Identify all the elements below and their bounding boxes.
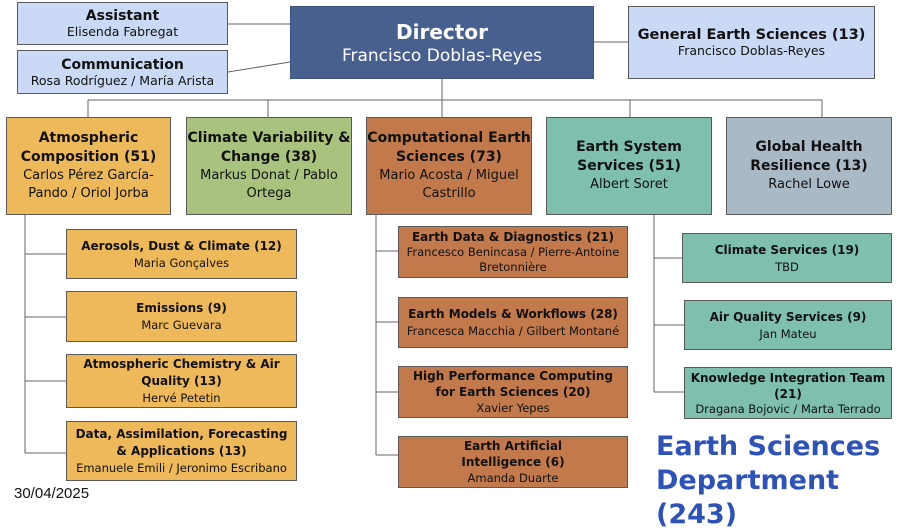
- team-people: TBD: [775, 259, 799, 274]
- team-people: Xavier Yepes: [476, 401, 550, 415]
- team-title: Climate Services (19): [714, 242, 860, 257]
- group-atmospheric-composition: Atmospheric Composition (51) Carlos Pére…: [6, 117, 171, 215]
- team-people: Emanuele Emili / Jeronimo Escribano: [76, 461, 287, 475]
- team-climate-services: Climate Services (19) TBD: [682, 233, 892, 283]
- team-title: Atmospheric Chemistry & Air Quality (13): [83, 357, 280, 388]
- team-earth-models-workflows: Earth Models & Workflows (28) Francesca …: [398, 297, 628, 348]
- group-title: Climate Variability & Change (38): [187, 130, 351, 165]
- connector-lines: [24, 23, 823, 456]
- group-global-health-resilience: Global Health Resilience (13) Rachel Low…: [726, 117, 892, 215]
- team-people: Amanda Duarte: [467, 471, 559, 485]
- team-people: Hervé Petetin: [142, 391, 221, 405]
- department-title: Earth Sciences Department (243): [656, 430, 896, 532]
- group-computational-earth-sciences: Computational Earth Sciences (73) Mario …: [366, 117, 532, 215]
- department-title-line1: Earth Sciences: [656, 431, 881, 462]
- director-people: Francisco Doblas-Reyes: [341, 45, 543, 66]
- team-people: Maria Gonçalves: [133, 255, 230, 270]
- team-title: Emissions (9): [136, 301, 227, 315]
- group-title: Atmospheric Composition (51): [20, 130, 157, 165]
- team-earth-data-diagnostics: Earth Data & Diagnostics (21) Francesco …: [398, 226, 628, 278]
- assistant-box: Assistant Elisenda Fabregat: [17, 2, 228, 45]
- footer-date: 30/04/2025: [14, 485, 90, 502]
- team-title: Knowledge Integration Team (21): [690, 370, 886, 401]
- team-people: Dragana Bojovic / Marta Terrado: [695, 401, 881, 416]
- general-people: Francisco Doblas-Reyes: [677, 43, 826, 58]
- team-earth-artificial-intelligence: Earth Artificial Intelligence (6) Amanda…: [398, 436, 628, 488]
- team-title: Earth Models & Workflows (28): [408, 307, 618, 321]
- team-people: Francesca Macchia / Gilbert Montané: [406, 324, 620, 338]
- team-knowledge-integration: Knowledge Integration Team (21) Dragana …: [684, 367, 892, 419]
- team-people: Jan Mateu: [759, 326, 817, 341]
- team-people: Marc Guevara: [141, 318, 222, 332]
- team-title: Earth Artificial Intelligence (6): [461, 439, 565, 469]
- group-people: Markus Donat / Pablo Ortega: [200, 168, 338, 201]
- assistant-people: Elisenda Fabregat: [66, 24, 179, 39]
- group-title: Computational Earth Sciences (73): [367, 130, 531, 165]
- department-title-line2: Department (243): [656, 465, 840, 530]
- team-title: Earth Data & Diagnostics (21): [411, 230, 615, 244]
- team-emissions: Emissions (9) Marc Guevara: [66, 291, 297, 342]
- group-title: Earth System Services (51): [576, 139, 682, 174]
- team-title: High Performance Computing for Earth Sci…: [413, 369, 613, 399]
- communication-title: Communication: [61, 56, 184, 73]
- team-air-quality-services: Air Quality Services (9) Jan Mateu: [684, 300, 892, 350]
- group-title: Global Health Resilience (13): [750, 139, 868, 174]
- group-climate-variability: Climate Variability & Change (38) Markus…: [186, 117, 352, 215]
- group-people: Carlos Pérez García-Pando / Oriol Jorba: [23, 168, 154, 201]
- team-aerosols-dust-climate: Aerosols, Dust & Climate (12) Maria Gonç…: [66, 229, 297, 279]
- team-data-assimilation: Data, Assimilation, Forecasting & Applic…: [66, 421, 297, 481]
- group-people: Rachel Lowe: [768, 177, 850, 192]
- communication-box: Communication Rosa Rodríguez / María Ari…: [17, 50, 228, 94]
- communication-people: Rosa Rodríguez / María Arista: [30, 72, 215, 88]
- general-earth-sciences-box: General Earth Sciences (13) Francisco Do…: [628, 6, 875, 79]
- team-title: Air Quality Services (9): [709, 309, 867, 324]
- team-hpc-earth-sciences: High Performance Computing for Earth Sci…: [398, 366, 628, 418]
- assistant-title: Assistant: [85, 8, 160, 24]
- group-people: Mario Acosta / Miguel Castrillo: [379, 168, 519, 201]
- group-people: Albert Soret: [590, 177, 668, 192]
- director-box: Director Francisco Doblas-Reyes: [290, 6, 594, 79]
- team-title: Aerosols, Dust & Climate (12): [81, 238, 282, 253]
- group-earth-system-services: Earth System Services (51) Albert Soret: [546, 117, 712, 215]
- general-title: General Earth Sciences (13): [637, 27, 866, 43]
- team-people: Francesco Benincasa / Pierre-Antoine Bre…: [406, 245, 620, 274]
- team-title: Data, Assimilation, Forecasting & Applic…: [75, 427, 288, 458]
- director-title: Director: [396, 19, 488, 44]
- team-atmospheric-chemistry: Atmospheric Chemistry & Air Quality (13)…: [66, 354, 297, 408]
